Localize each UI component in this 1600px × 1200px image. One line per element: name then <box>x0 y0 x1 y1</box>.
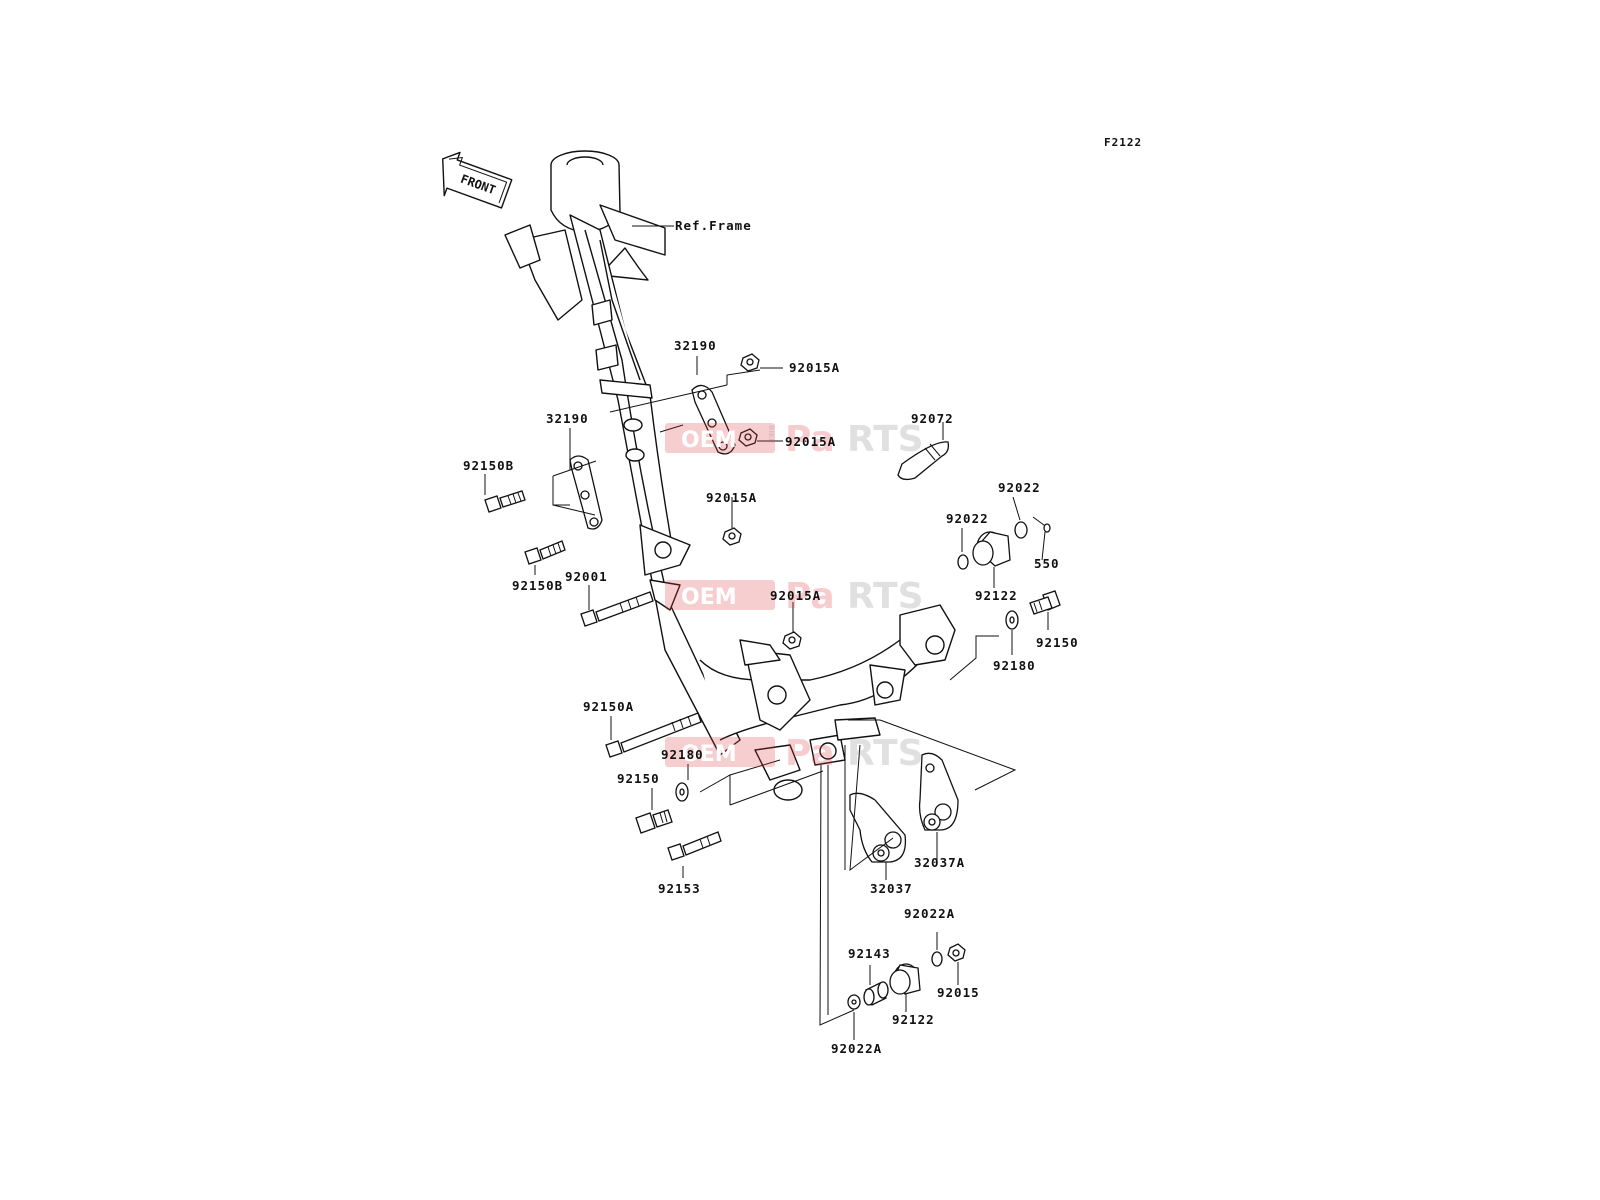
svg-text:OEM: OEM <box>681 585 737 610</box>
engine-bracket-32190-left <box>569 455 603 530</box>
part-label-92150-lower[interactable]: 92150 <box>617 771 660 786</box>
nut-92015A-4 <box>782 631 802 650</box>
front-arrow-icon: FRONT <box>442 151 513 209</box>
watermark-logo-2: OEM Pa RTS <box>665 576 924 617</box>
part-label-92022-1[interactable]: 92022 <box>946 511 989 526</box>
bolt-92150-upper <box>1029 590 1061 615</box>
rubber-cover-92072 <box>897 441 950 481</box>
bolt-92150-lower <box>635 809 673 834</box>
part-label-92015[interactable]: 92015 <box>937 985 980 1000</box>
part-label-92150B-2[interactable]: 92150B <box>512 578 563 593</box>
part-label-92072[interactable]: 92072 <box>911 411 954 426</box>
part-label-92143[interactable]: 92143 <box>848 946 891 961</box>
bolt-92150B-1 <box>484 490 526 513</box>
leader-lines <box>484 356 1049 1040</box>
part-label-92001[interactable]: 92001 <box>565 569 608 584</box>
svg-text:RTS: RTS <box>847 576 924 617</box>
part-label-32037A[interactable]: 32037A <box>914 855 965 870</box>
part-label-92150B-1[interactable]: 92150B <box>463 458 514 473</box>
bolt-92153 <box>667 831 722 861</box>
part-label-92015A-2[interactable]: 92015A <box>785 434 836 449</box>
svg-text:RTS: RTS <box>847 419 924 460</box>
svg-text:BIKE: BIKE <box>767 425 775 443</box>
part-label-32190-upper[interactable]: 32190 <box>674 338 717 353</box>
nut-92015A-1 <box>740 353 760 372</box>
part-label-92122-upper[interactable]: 92122 <box>975 588 1018 603</box>
part-label-550[interactable]: 550 <box>1034 556 1060 571</box>
part-label-92122-lower[interactable]: 92122 <box>892 1012 935 1027</box>
watermark-logo-3: OEM Pa RTS <box>665 733 924 774</box>
washer-92022-a <box>957 554 969 570</box>
collar-92122-lower <box>889 963 921 995</box>
nut-92015 <box>947 943 966 962</box>
collar-92143 <box>863 981 889 1006</box>
part-label-92015A-4[interactable]: 92015A <box>770 588 821 603</box>
washer-92022-b <box>1014 521 1028 539</box>
collar-92122-upper <box>972 531 1011 567</box>
engine-bracket-32037A <box>918 752 959 831</box>
part-label-92022A-lower[interactable]: 92022A <box>831 1041 882 1056</box>
part-label-92022A-upper[interactable]: 92022A <box>904 906 955 921</box>
part-label-92022-2[interactable]: 92022 <box>998 480 1041 495</box>
watermark-logo-1: OEM BIKE Pa RTS <box>665 419 924 460</box>
part-label-92180-left[interactable]: 92180 <box>661 747 704 762</box>
washer-92022A-lower <box>847 994 861 1010</box>
svg-text:OEM: OEM <box>681 428 737 453</box>
cotter-pin-550 <box>1032 516 1051 533</box>
svg-text:Pa: Pa <box>785 576 835 617</box>
part-label-92150-upper[interactable]: 92150 <box>1036 635 1079 650</box>
nut-92015A-2 <box>738 428 758 447</box>
ref-frame-label: Ref.Frame <box>675 218 752 233</box>
svg-text:RTS: RTS <box>847 733 924 774</box>
diagram-code: F2122 <box>1104 136 1142 149</box>
svg-text:OEM: OEM <box>681 742 737 767</box>
part-label-92180-right[interactable]: 92180 <box>993 658 1036 673</box>
part-label-32037[interactable]: 32037 <box>870 881 913 896</box>
bolt-92001 <box>580 591 654 627</box>
washer-92180-left <box>675 782 689 802</box>
part-labels: 32190 32190 92015A 92015A 92015A 92015A … <box>463 338 1079 1056</box>
svg-text:Pa: Pa <box>785 419 835 460</box>
part-label-92153[interactable]: 92153 <box>658 881 701 896</box>
part-label-92150A[interactable]: 92150A <box>583 699 634 714</box>
bolt-92150B-2 <box>524 540 566 565</box>
part-label-32190-left[interactable]: 32190 <box>546 411 589 426</box>
washer-92022A-upper <box>931 951 943 967</box>
bolt-92150A <box>605 712 702 758</box>
part-label-92015A-1[interactable]: 92015A <box>789 360 840 375</box>
part-label-92015A-3[interactable]: 92015A <box>706 490 757 505</box>
washer-92180-right <box>1005 610 1019 630</box>
svg-text:Pa: Pa <box>785 733 835 774</box>
engine-bracket-32037 <box>849 792 907 863</box>
motorcycle-frame <box>504 150 956 801</box>
nut-92015A-3 <box>722 527 742 546</box>
engine-bracket-32190-upper <box>691 384 736 455</box>
